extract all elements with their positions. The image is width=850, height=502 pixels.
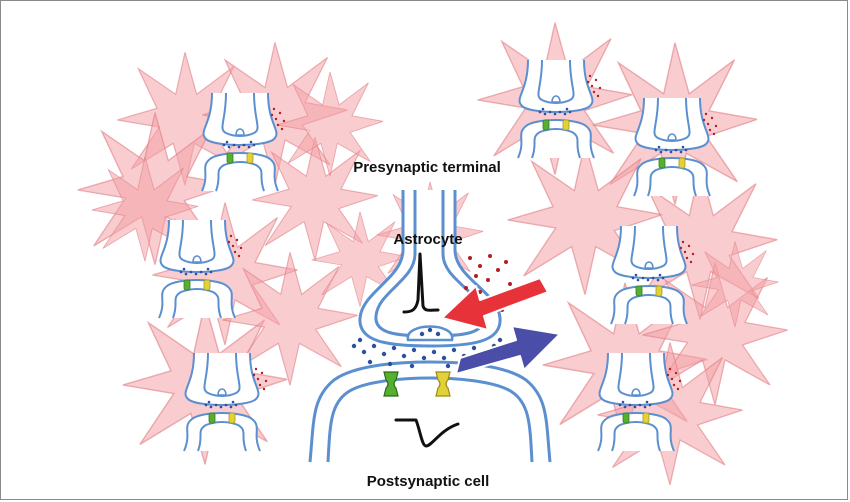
label-astrocyte: Astrocyte (393, 231, 462, 248)
release-arrow (455, 325, 561, 375)
uptake-arrow (441, 277, 549, 331)
postsynaptic-current-trace (394, 418, 460, 448)
fusing-vesicle (406, 325, 454, 342)
receptor-yellow (435, 371, 451, 397)
presynaptic-spike-trace (402, 252, 440, 314)
synapse-small-3 (183, 352, 269, 452)
postsynaptic-membrane-inner (326, 376, 534, 463)
label-postsynaptic-cell: Postsynaptic cell (367, 473, 490, 490)
postsynaptic-membrane-outer (308, 360, 552, 463)
label-presynaptic-terminal: Presynaptic terminal (353, 159, 501, 176)
receptor-green (383, 371, 399, 397)
